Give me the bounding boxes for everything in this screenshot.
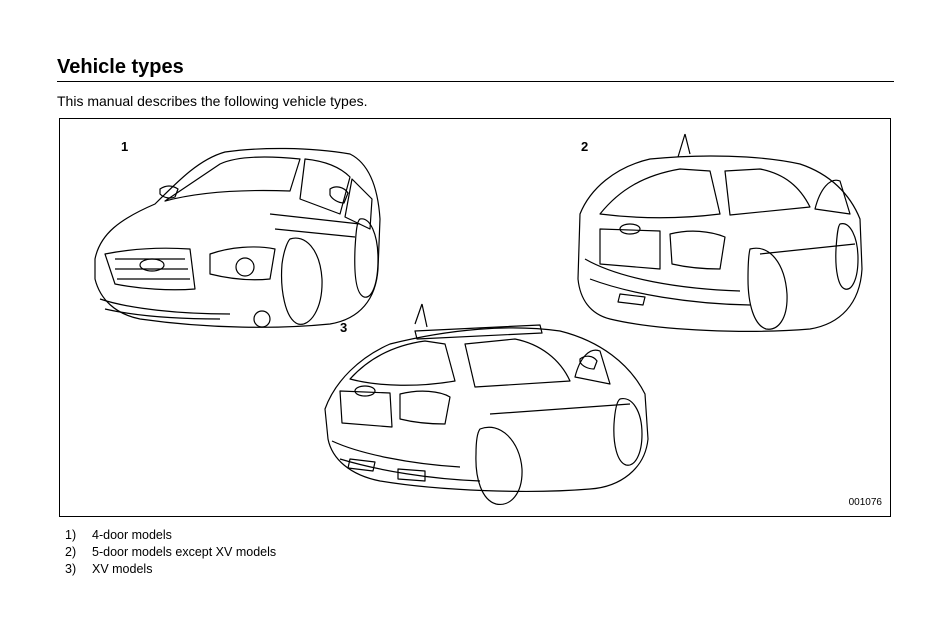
callout-3: 3 bbox=[340, 320, 348, 335]
legend-item: 3) XV models bbox=[65, 562, 276, 579]
legend-text: 4-door models bbox=[92, 528, 172, 542]
intro-text: This manual describes the following vehi… bbox=[57, 93, 368, 109]
legend-number: 3) bbox=[65, 562, 77, 576]
callout-2: 2 bbox=[581, 139, 589, 154]
hatchback-illustration bbox=[577, 133, 863, 332]
title-rule bbox=[57, 81, 894, 82]
legend-item: 1) 4-door models bbox=[65, 528, 276, 545]
legend-text: XV models bbox=[92, 562, 153, 576]
legend-item: 2) 5-door models except XV models bbox=[65, 545, 276, 562]
sedan-illustration bbox=[94, 147, 381, 328]
section-title: Vehicle types bbox=[57, 56, 184, 78]
legend-number: 1) bbox=[65, 528, 77, 542]
figure-code: 001076 bbox=[848, 497, 882, 508]
crossover-illustration bbox=[324, 303, 649, 505]
legend-text: 5-door models except XV models bbox=[92, 545, 277, 559]
figure-legend: 1) 4-door models 2) 5-door models except… bbox=[65, 528, 276, 579]
vehicle-types-figure: 1 2 3 001076 bbox=[59, 118, 891, 517]
callout-1: 1 bbox=[121, 139, 129, 154]
legend-number: 2) bbox=[65, 545, 77, 559]
